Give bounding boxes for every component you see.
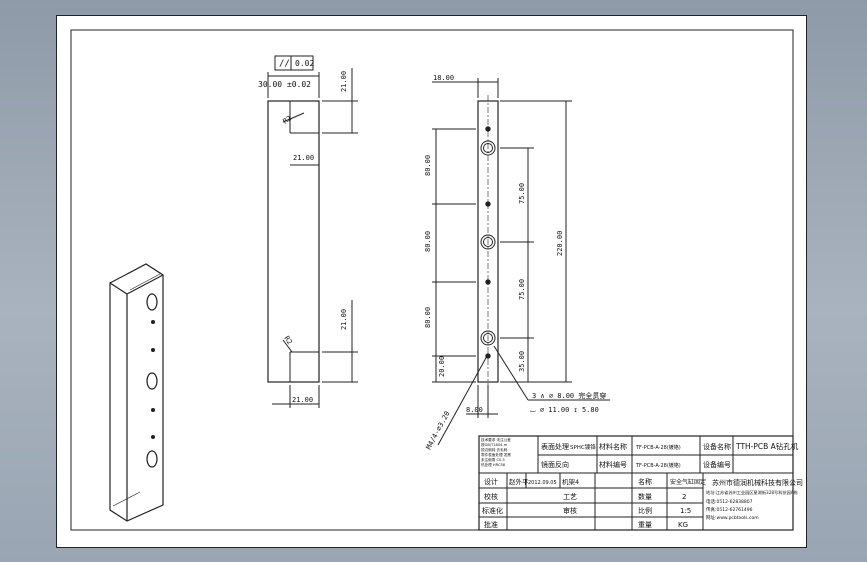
- side-view: [432, 78, 610, 446]
- check-label: 校核: [484, 492, 498, 501]
- company-web: 网址:www.pcbtools.com: [706, 514, 759, 521]
- hole-note-1: 3 ∧ ⌀ 8.00 完全贯穿: [532, 391, 606, 400]
- name-value: 安全气缸固定: [670, 478, 706, 486]
- material-code-label: 材料编号: [599, 460, 627, 469]
- surface-value: SPHC镀铬: [570, 443, 596, 451]
- front-view-labels: // 0.02 30.00 ±0.02 21.00 21.00 21.00 21…: [258, 59, 348, 404]
- chamfer-top: R2: [282, 114, 294, 125]
- side-left-dim-4: 20.00: [438, 356, 446, 377]
- qty-value: 2: [682, 493, 686, 501]
- equipment-code-label: 设备编号: [703, 460, 731, 469]
- side-top-width: 18.00: [433, 74, 454, 82]
- mirror-label: 镜面反向: [541, 460, 569, 469]
- std-label: 标准化: [482, 506, 503, 515]
- side-bottom-dim: 8.00: [466, 406, 483, 414]
- scale-label: 比例: [638, 506, 652, 515]
- scale-value: 1:5: [680, 507, 691, 515]
- side-overall-dim: 220.00: [556, 231, 564, 256]
- weight-label: 重量: [638, 521, 652, 529]
- inner-frame: [70, 29, 794, 531]
- side-view-labels: 18.00 80.00 80.00 80.00 20.00 75.00 75.0…: [424, 74, 606, 451]
- audit-label: 审核: [563, 506, 577, 515]
- right-dim-bottom: 21.00: [340, 309, 348, 330]
- qty-label: 数量: [638, 492, 652, 501]
- title-block-grid: [478, 435, 794, 531]
- company-name: 苏州市德润机械科技有限公司: [712, 478, 803, 487]
- drawing-sheet: [56, 15, 807, 548]
- company-tel: 电话:0512-62838807: [706, 498, 753, 505]
- tech-note-2: 按GB/T1804-m: [481, 442, 508, 447]
- material-value: TF-PCB-A-28(镀铬): [635, 444, 681, 451]
- gdt-symbol: //: [279, 59, 290, 69]
- name-label: 名称: [638, 477, 652, 486]
- company-fax: 传真:0512-62761496: [706, 506, 753, 513]
- weight-value: KG: [678, 521, 688, 529]
- inner-dim: 21.00: [293, 154, 314, 162]
- hole-note-2: ⌴ ⌀ 11.00 ↧ 5.80: [530, 406, 599, 414]
- isometric-view: [109, 263, 164, 522]
- title-block: 技术要求 未注公差 按GB/T1804-m 锐边倒钝 去毛刺 零件表面处理 发黑…: [481, 437, 803, 529]
- top-width-dim: 30.00 ±0.02: [258, 80, 311, 89]
- company-address: 地址:江苏省苏州工业园区星湖街328号科技园A栋: [706, 489, 798, 496]
- craft-label: 工艺: [563, 493, 577, 501]
- side-right-dim-3: 35.00: [518, 351, 526, 372]
- chamfer-bottom: R2: [282, 335, 293, 347]
- side-left-dim-2: 80.00: [424, 231, 432, 252]
- tech-note-3: 锐边倒钝 去毛刺: [481, 447, 508, 452]
- tech-note-6: 热处理 HRC58: [481, 462, 506, 467]
- material-code-value: TF-PCB-A-28(镀铬): [635, 462, 681, 469]
- designer-label: 设计: [484, 477, 498, 486]
- front-view: [267, 55, 358, 408]
- side-left-dim-3: 80.00: [424, 307, 432, 328]
- equipment-value: TTH-PCB A钻孔机: [735, 441, 799, 451]
- material-label: 材料名称: [599, 442, 627, 451]
- tech-note-1: 技术要求 未注公差: [481, 437, 511, 442]
- surface-label: 表面处理: [541, 442, 569, 451]
- side-right-dim-2: 75.00: [518, 279, 526, 300]
- drawing-number: 机架4: [562, 477, 579, 486]
- tech-note-5: 未注倒角 C0.5: [481, 457, 505, 462]
- side-right-dim-1: 75.00: [518, 183, 526, 204]
- tech-note-4: 零件表面处理 发黑: [481, 452, 511, 457]
- right-dim-top: 21.00: [340, 71, 348, 92]
- equipment-label: 设备名称: [703, 442, 731, 451]
- design-date: 2012.09.05: [528, 480, 557, 486]
- designer-name: 赵外平: [509, 477, 529, 486]
- bottom-width-dim: 21.00: [292, 396, 313, 404]
- gdt-value: 0.02: [295, 59, 314, 68]
- side-left-dim-1: 80.00: [424, 155, 432, 176]
- approve-label: 批准: [484, 520, 498, 529]
